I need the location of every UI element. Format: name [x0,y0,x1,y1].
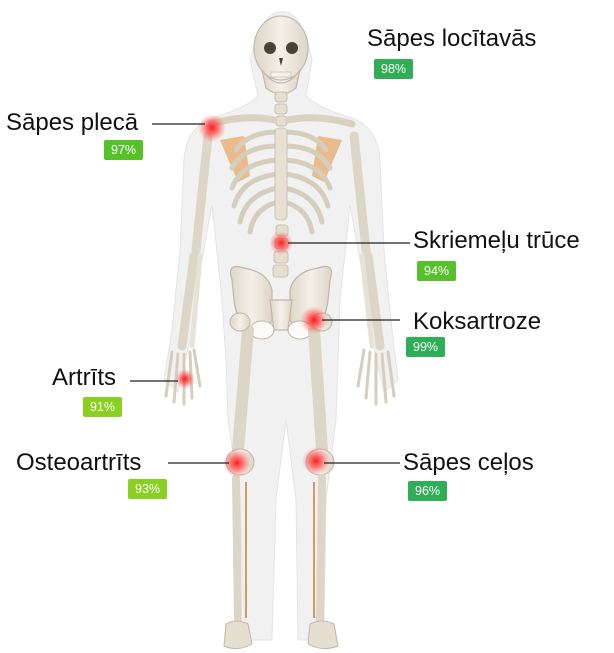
label-knee-pain: Sāpes ceļos [403,449,534,476]
pain-spot-hip [300,306,328,334]
pain-spot-shoulder [198,114,226,142]
label-shoulder-pain: Sāpes plecā [6,109,139,136]
badge-spinal-hernia: 94% [417,261,457,281]
badge-osteoarthritis: 93% [128,479,168,499]
badge-knee-pain: 96% [408,481,448,501]
pain-spot-knee-left [223,449,251,477]
label-joint-pain: Sāpes locītavās [367,25,537,52]
label-osteoarthritis: Osteoartrīts [16,449,142,476]
badge-arthritis: 91% [83,397,123,417]
skull [253,15,309,95]
badge-joint-pain: 98% [374,59,414,79]
label-coxarthrosis: Koksartroze [413,308,542,335]
pain-spot-knee-right [302,447,330,475]
label-arthritis: Artrīts [52,364,116,391]
rib-cage [229,129,333,235]
leader-lines [130,123,410,464]
badge-coxarthrosis: 99% [406,337,446,357]
pain-spot-hand [175,369,195,389]
foot-bones [223,620,339,650]
label-spinal-hernia: Skriemeļu trūce [413,227,580,254]
pain-spots [175,114,330,477]
leg-bones [232,324,328,456]
pain-spot-spine [269,231,293,255]
badge-shoulder-pain: 97% [104,140,144,160]
arm-bones [177,131,385,351]
